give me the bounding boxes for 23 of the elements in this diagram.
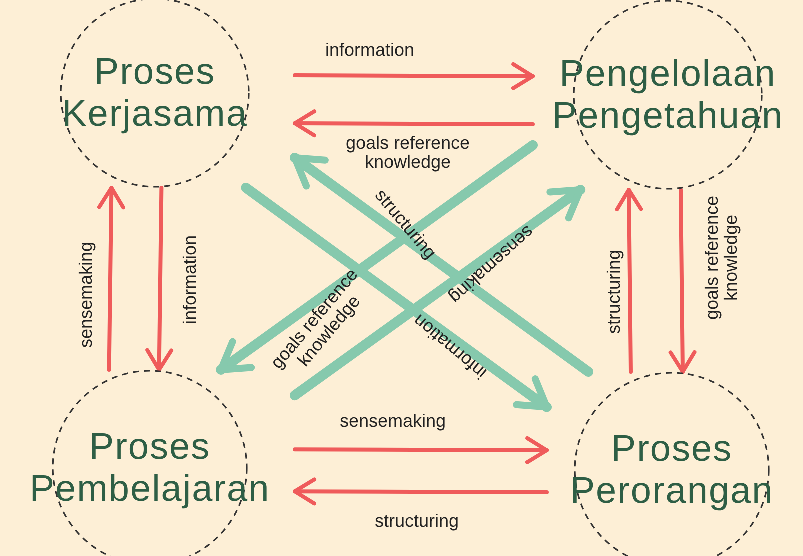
node-label: Proses Pembelajaran <box>28 426 272 510</box>
edge-label: structuring <box>602 248 625 336</box>
node-label: Proses Kerjasama <box>61 51 249 135</box>
arrow <box>293 436 549 464</box>
arrow <box>615 188 644 374</box>
edge-label: goals reference knowledge <box>344 133 472 173</box>
arrow <box>98 186 126 372</box>
arrow <box>293 478 549 506</box>
arrow <box>293 62 535 90</box>
edge-label: sensemaking <box>338 410 448 433</box>
arrow <box>216 140 538 375</box>
node-label: Pengelolaan Pengetahuan <box>551 53 785 137</box>
edge-label: information <box>178 234 200 327</box>
edge-label: structuring <box>374 510 460 533</box>
edge-label: sensemaking <box>74 240 97 350</box>
edge-label: goals reference knowledge <box>702 194 742 322</box>
arrow <box>146 186 174 372</box>
node-label: Proses Perorangan <box>569 428 775 512</box>
arrow <box>668 188 697 374</box>
edge-label: information <box>324 38 416 62</box>
arrow <box>293 110 535 138</box>
arrow <box>290 185 586 401</box>
arrow <box>241 183 552 412</box>
